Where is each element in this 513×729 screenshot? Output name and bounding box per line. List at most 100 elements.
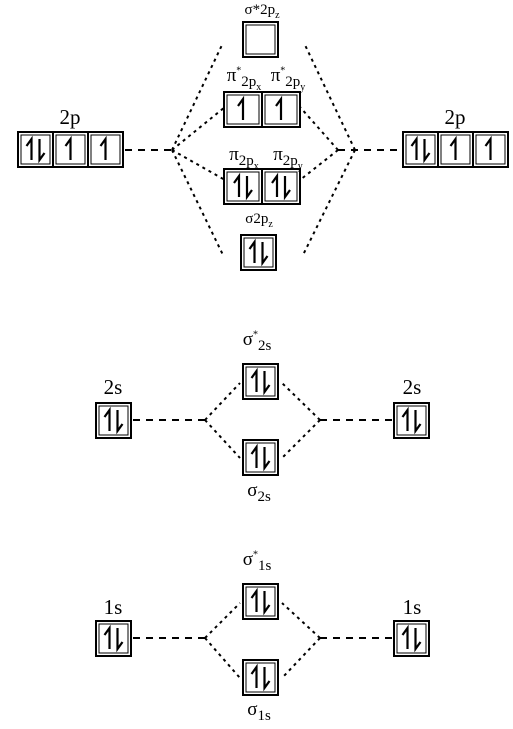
orbital-box-inner [264,171,298,202]
orbital-box-inner [55,134,86,165]
left-to-sigma-star-2pz [171,44,223,151]
spin-down-arrow [283,176,291,201]
pi-star-2py-label: π*2py [270,65,306,92]
spin-up-arrow [449,135,457,160]
spin-up-arrow [250,443,258,468]
orbital-box [393,402,430,439]
left-1s-to-sigma-star [204,602,241,639]
pi-star-2p-boxes [223,91,301,128]
left-2s-to-sigma [204,419,241,459]
left-2s-box [95,402,132,439]
spin-up-arrow [233,172,241,197]
spin-up-arrow [248,238,256,263]
sigma-star-2s-box [242,363,279,400]
orbital-box-inner [245,366,276,397]
sigma-2s-box [242,439,279,476]
orbital-box-inner [396,405,427,436]
sigma-star-2s-label: σ*2s [243,330,272,353]
sigma-2s-symbol: σ [247,480,258,501]
left-2s-to-sigma-star [204,382,241,421]
spin-down-arrow [38,139,46,164]
pi-2py-label: π2py [273,144,303,171]
right-to-pi [299,149,339,181]
right-1s-to-sigma [281,637,321,679]
orbital-box-inner [98,623,129,654]
sigma-1s-box [242,659,279,696]
sigma-star-1s-sup: * [252,549,258,561]
spin-up-arrow [271,172,279,197]
sigma-2pz-base: 2p [253,211,269,227]
right-to-sigma-star-2pz [304,44,356,151]
orbital-box-inner [475,134,506,165]
left-to-sigma-2pz [171,149,224,256]
spin-up-arrow [275,95,283,120]
spin-up-arrow [250,367,258,392]
right-2s-to-sigma-star [281,382,321,421]
spin-up-arrow [237,95,245,120]
spin-up-arrow [410,135,418,160]
orbital-box [17,131,54,168]
orbital-box-inner [226,171,260,202]
sigma-2s-sub: 2s [257,488,271,505]
pi-2px-subsub: x [253,160,259,172]
pi-star-2px-sub: 2px [241,73,261,92]
pi-star-2px-label: π*2px [226,65,262,92]
right-to-pi-star [299,106,339,151]
right-2p-label: 2p [444,105,466,129]
spin-down-arrow [263,591,271,616]
right-2p-boxes [402,131,509,168]
pi-2py-symbol: π [273,144,283,165]
orbital-box-inner [245,442,276,473]
sigma-1s-label: σ1s [247,699,271,723]
sigma-2pz-symbol: σ [245,211,254,227]
spin-down-arrow [245,176,253,201]
left-1s-to-sigma [204,637,241,679]
orbital-box [242,21,279,58]
orbital-box-inner [396,623,427,654]
sigma-star-1s-box [242,583,279,620]
pi-2py-subsub: y [297,160,303,172]
spin-down-arrow [116,410,124,435]
spin-up-arrow [25,135,33,160]
orbital-box [242,659,279,696]
spin-up-arrow [250,587,258,612]
orbital-box-inner [440,134,471,165]
right-1s-label: 1s [402,595,422,619]
pi-star-2px-sup: * [236,65,242,77]
pi-star-2px-symbol: π [226,65,237,86]
spin-down-arrow [116,628,124,653]
spin-up-arrow [64,135,72,160]
pi-star-2py-symbol: π [270,65,281,86]
sigma-1s-sub: 1s [257,707,271,724]
orbital-box [402,131,439,168]
left-to-pi-star [171,106,226,151]
sigma-2pz-label: σ2pz [245,211,273,230]
pi-star-2py-base: 2p [285,73,301,90]
right-2s-to-sigma [281,419,321,459]
left-1s-box [95,620,132,657]
pi-star-2py-sup: * [280,65,286,77]
spin-up-arrow [99,135,107,160]
pi-2p-boxes [223,168,301,205]
left-2p-boxes [17,131,124,168]
spin-up-arrow [250,663,258,688]
right-to-sigma-2pz [302,149,356,256]
orbital-box [95,402,132,439]
orbital-box [242,439,279,476]
sigma-star-2s-sub: 2s [257,337,272,354]
spin-down-arrow [263,447,271,472]
sigma-star-2pz-base: 2p [260,2,276,18]
sigma-star-2pz-label: σ*2pz [244,2,280,21]
left-to-pi [171,149,226,181]
spin-up-arrow [484,135,492,160]
orbital-box-inner [20,134,51,165]
orbital-box [242,583,279,620]
sigma-2s-label: σ2s [247,480,271,504]
orbital-box [95,620,132,657]
left-2p-label: 2p [59,105,81,129]
sigma-star-2pz-sub: z [275,10,280,21]
right-2s-label: 2s [402,375,422,399]
sigma-1s-symbol: σ [247,699,258,720]
